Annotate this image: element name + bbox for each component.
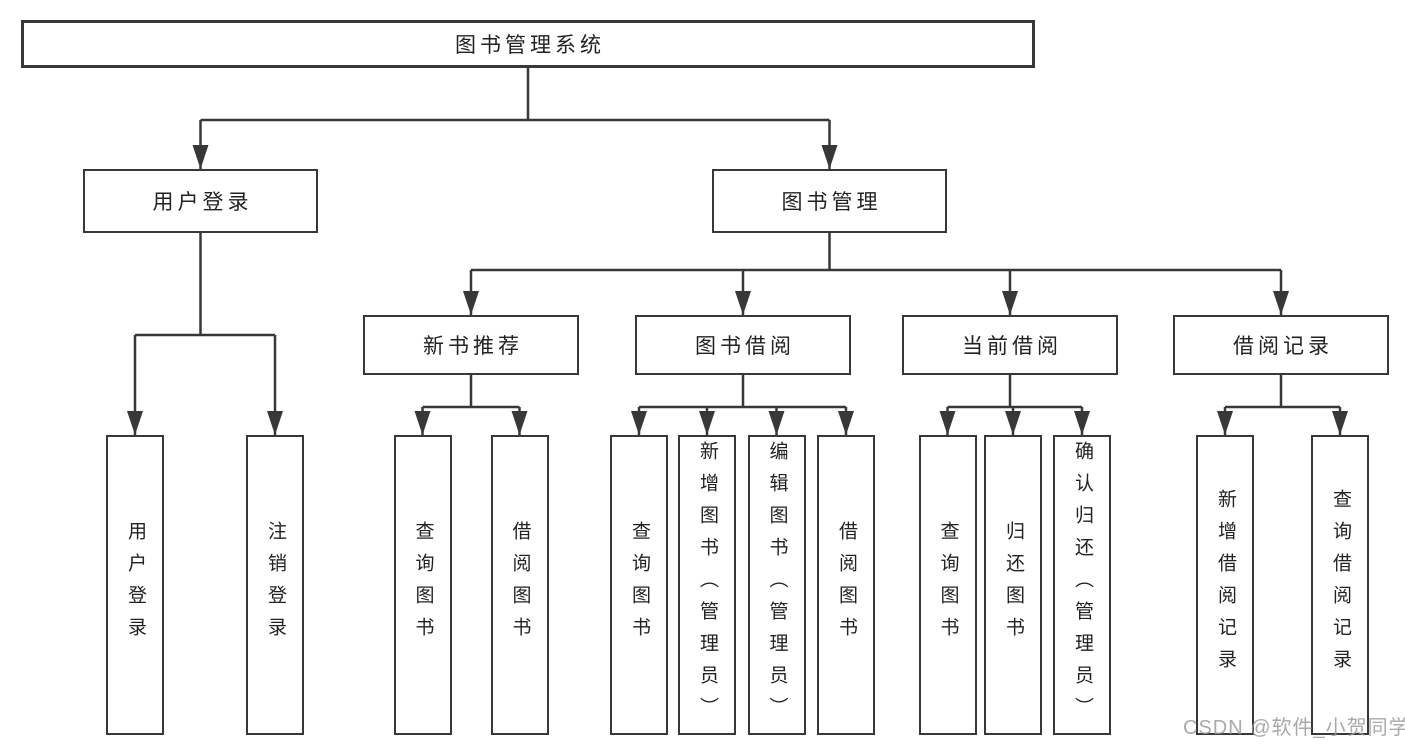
- connector-book-mgmt-trunk: [471, 233, 1281, 272]
- node-label: 图书管理系统: [455, 34, 605, 57]
- leaf-confirm-return-admin: 确认归还（管理员）: [1053, 435, 1111, 735]
- connector-book-borrow-trunk: [639, 375, 846, 409]
- leaf-borrow-books-recommend: 借阅图书: [490, 435, 549, 735]
- node-label: 编辑图书（管理员）: [766, 441, 788, 729]
- node-borrow-records: 借阅记录: [1173, 315, 1389, 375]
- node-label: 新增借阅记录: [1214, 489, 1236, 681]
- leaf-query-books-current: 查询图书: [918, 435, 977, 735]
- leaf-add-book-admin: 新增图书（管理员）: [678, 435, 736, 735]
- node-label: 查询图书: [412, 521, 434, 649]
- node-label: 归还图书: [1002, 521, 1024, 649]
- node-label: 图书借阅: [695, 335, 795, 358]
- node-label: 借阅图书: [509, 521, 531, 649]
- leaf-add-borrow-record: 新增借阅记录: [1196, 435, 1254, 735]
- leaf-query-books-recommend: 查询图书: [393, 435, 452, 735]
- node-label: 当前借阅: [962, 335, 1062, 358]
- node-user-login: 用户登录: [83, 169, 318, 233]
- node-label: 用户登录: [152, 191, 253, 214]
- leaf-user-login: 用户登录: [106, 435, 164, 735]
- node-new-book-recommend: 新书推荐: [363, 315, 579, 375]
- node-label: 借阅图书: [835, 521, 857, 649]
- connector-current-borrow-trunk: [947, 375, 1082, 409]
- leaf-edit-book-admin: 编辑图书（管理员）: [747, 435, 806, 735]
- node-label: 新增图书（管理员）: [696, 441, 718, 729]
- leaf-query-books-borrow: 查询图书: [610, 435, 668, 735]
- connector-root-trunk: [200, 68, 830, 122]
- node-label: 用户登录: [124, 521, 146, 649]
- node-label: 查询借阅记录: [1329, 489, 1351, 681]
- node-label: 新书推荐: [423, 335, 523, 358]
- node-label: 图书管理: [781, 191, 882, 214]
- connector-user-login-trunk: [135, 233, 275, 337]
- node-label: 确认归还（管理员）: [1071, 441, 1093, 729]
- node-root: 图书管理系统: [21, 20, 1035, 68]
- node-label: 注销登录: [264, 521, 286, 649]
- node-book-management: 图书管理: [712, 169, 947, 233]
- node-label: 查询图书: [628, 521, 650, 649]
- node-current-borrow: 当前借阅: [902, 315, 1118, 375]
- connector-new-books-trunk: [422, 375, 520, 409]
- csdn-watermark: CSDN @软件_小贺同学: [1183, 717, 1405, 739]
- leaf-query-borrow-record: 查询借阅记录: [1311, 435, 1369, 735]
- leaf-return-book: 归还图书: [984, 435, 1042, 735]
- node-label: 查询图书: [937, 521, 959, 649]
- leaf-borrow-books: 借阅图书: [817, 435, 875, 735]
- node-label: 借阅记录: [1233, 335, 1333, 358]
- leaf-logout: 注销登录: [246, 435, 304, 735]
- connector-borrow-records-trunk: [1225, 375, 1340, 409]
- node-book-borrow: 图书借阅: [635, 315, 851, 375]
